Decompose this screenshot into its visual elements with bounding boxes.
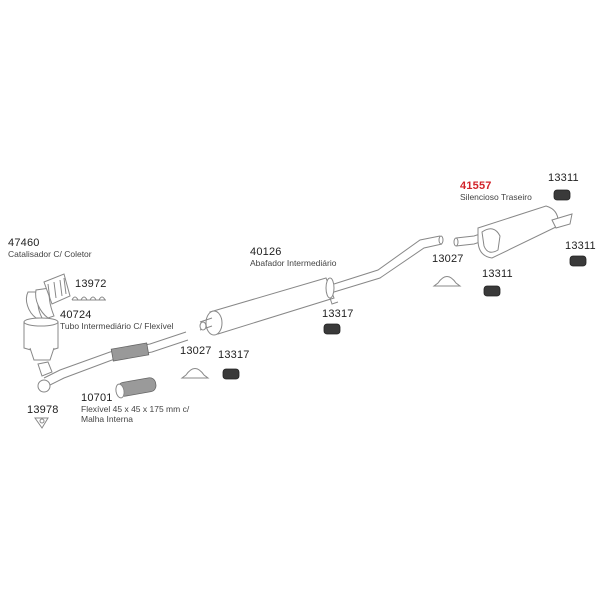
part-description: Silencioso Traseiro	[460, 192, 532, 202]
rubber-mount-drawing[interactable]	[483, 285, 501, 297]
part-code: 40126	[250, 246, 282, 258]
part-code: 47460	[8, 237, 40, 249]
part-label-13972[interactable]: 13972	[75, 278, 107, 290]
part-label-40724[interactable]: 40724 Tubo Intermediário C/ Flexível	[60, 309, 174, 331]
catalyst-manifold-drawing[interactable]	[23, 273, 71, 361]
part-description: Abafador Intermediário	[250, 258, 337, 268]
part-label-10701[interactable]: 10701 Flexível 45 x 45 x 175 mm c/ Malha…	[81, 392, 189, 424]
intermediate-muffler-drawing[interactable]	[199, 235, 444, 336]
part-description: Tubo Intermediário C/ Flexível	[60, 321, 174, 331]
rubber-mount-drawing[interactable]	[553, 189, 571, 201]
part-label-13317[interactable]: 13317	[218, 349, 250, 361]
flex-pipe-drawing[interactable]	[115, 377, 157, 399]
part-label-41557[interactable]: 41557 Silencioso Traseiro	[460, 180, 532, 202]
gasket-triangle-drawing[interactable]	[34, 417, 49, 429]
part-code-highlighted: 41557	[460, 180, 492, 192]
clamp-drawing[interactable]	[432, 276, 462, 287]
part-code: 13972	[75, 278, 107, 290]
rear-muffler-drawing[interactable]	[453, 205, 573, 259]
part-code: 13311	[548, 172, 579, 184]
part-label-47460[interactable]: 47460 Catalisador C/ Coletor	[8, 237, 92, 259]
rubber-mount-drawing[interactable]	[569, 255, 587, 267]
part-label-40126[interactable]: 40126 Abafador Intermediário	[250, 246, 336, 268]
part-description-line2: Malha Interna	[81, 414, 133, 424]
part-code: 13311	[565, 240, 596, 252]
part-description: Flexível 45 x 45 x 175 mm c/	[81, 404, 190, 414]
part-label-13311[interactable]: 13311	[548, 172, 579, 184]
part-code: 13978	[27, 404, 59, 416]
part-code: 13027	[180, 345, 212, 357]
gasket-set-drawing[interactable]	[71, 296, 106, 301]
part-label-13311[interactable]: 13311	[565, 240, 596, 252]
rubber-mount-drawing[interactable]	[222, 368, 240, 380]
part-code: 13317	[218, 349, 250, 361]
part-description: Catalisador C/ Coletor	[8, 249, 92, 259]
part-label-13317[interactable]: 13317	[322, 308, 354, 320]
clamp-drawing[interactable]	[180, 368, 210, 379]
part-label-13027[interactable]: 13027	[180, 345, 212, 357]
intermediate-pipe-drawing[interactable]	[37, 331, 189, 393]
part-label-13978[interactable]: 13978	[27, 404, 59, 416]
part-code: 10701	[81, 392, 113, 404]
rubber-mount-drawing[interactable]	[323, 323, 341, 335]
part-label-13027[interactable]: 13027	[432, 253, 464, 265]
part-code: 13311	[482, 268, 513, 280]
part-code: 13027	[432, 253, 464, 265]
part-label-13311[interactable]: 13311	[482, 268, 513, 280]
part-code: 13317	[322, 308, 354, 320]
part-code: 40724	[60, 309, 92, 321]
